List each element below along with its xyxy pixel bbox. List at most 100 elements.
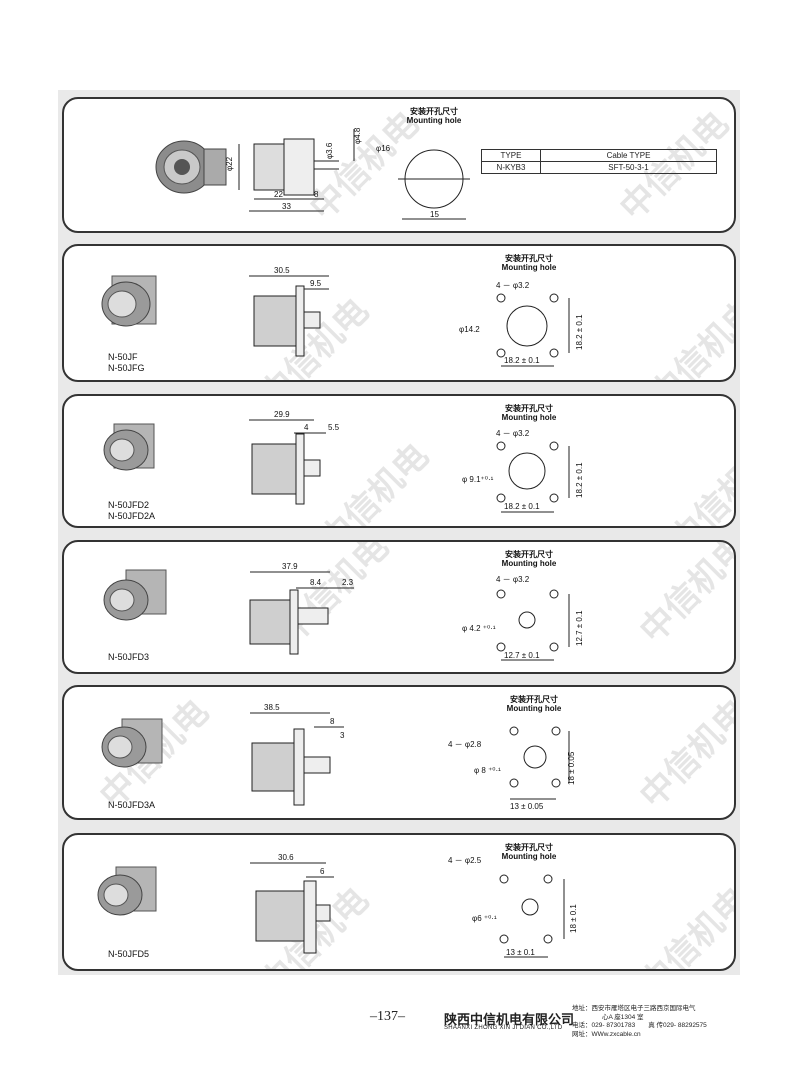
mounting-hole-en: Mounting hole: [506, 704, 562, 713]
mounting-hole-drawing: [496, 589, 570, 661]
table-header: Cable TYPE: [540, 149, 717, 162]
connector-photo: [97, 866, 157, 916]
side-view-drawing: [249, 275, 329, 357]
connector-photo: [103, 569, 167, 621]
hole-dim: 18.2 ± 0.1: [575, 462, 584, 498]
company-name-cn: 陕西中信机电有限公司: [444, 1012, 575, 1027]
model-labels: N-50JFD3: [108, 652, 149, 663]
model-label: N-50JF: [108, 352, 138, 362]
table-header: TYPE: [481, 149, 541, 162]
connector-photo: [155, 140, 227, 194]
panel-4-drawing: 37.9 8.4 2.3 4 － φ3.2 φ 4.2 ⁺⁰·¹ 12.7 ± …: [103, 562, 584, 661]
hole-dim: 12.7 ± 0.1: [575, 610, 584, 646]
mounting-hole-drawing: [496, 293, 570, 367]
model-label: N-50JFD2A: [108, 511, 156, 521]
model-labels: N-50JFD5: [108, 949, 149, 960]
mounting-hole-en: Mounting hole: [501, 559, 557, 568]
product-panel-3: 中信机电 中信机电 29.9 4 5.5 4 － φ3.2 φ 9.1⁺⁰·¹ …: [62, 394, 736, 528]
dim-label: 3: [340, 731, 345, 740]
hole-dim: 4 － φ3.2: [496, 281, 530, 290]
product-panel-5: 中信机电 中信机电 38.5 8 3 4 － φ2.8 φ 8 ⁺⁰·¹ 18 …: [62, 685, 736, 820]
dim-label: 29.9: [274, 410, 290, 419]
mounting-hole-en: Mounting hole: [406, 116, 462, 125]
hole-dim: 12.7 ± 0.1: [504, 651, 540, 660]
product-panel-6: 中信机电 中信机电 30.6 6 4 － φ2.5 φ6 ⁺⁰·¹ 18 ± 0…: [62, 833, 736, 971]
hole-dim: φ14.2: [459, 325, 480, 334]
web-line: 网址：WWw.zxcable.cn: [572, 1030, 641, 1038]
hole-dim: φ6 ⁺⁰·¹: [472, 914, 497, 923]
side-view-drawing: [238, 129, 355, 212]
dim-label: 22: [274, 190, 283, 199]
side-view-drawing: [250, 712, 344, 806]
dim-label: 30.5: [274, 266, 290, 275]
hole-dim: φ 8 ⁺⁰·¹: [474, 766, 501, 775]
mounting-hole-cn: 安装开孔尺寸: [410, 107, 458, 116]
model-labels: N-50JFD3A: [108, 800, 155, 811]
hole-dim: φ16: [376, 144, 391, 153]
model-label: N-50JFD5: [108, 949, 150, 959]
address-line: 心A 座1304 室: [602, 1013, 644, 1021]
hole-dim: 4 － φ2.8: [448, 740, 482, 749]
model-labels: N-50JFD2 N-50JFD2A: [108, 500, 155, 522]
hole-dim: 18.2 ± 0.1: [575, 314, 584, 350]
dim-label: 38.5: [264, 703, 280, 712]
panel-3-drawing: 29.9 4 5.5 4 － φ3.2 φ 9.1⁺⁰·¹ 18.2 ± 0.1…: [103, 410, 584, 513]
product-panel-1: 中信机电 中信机电 φ22 φ3.6 φ4.8 22 8 33: [62, 97, 736, 233]
hole-dim: φ 4.2 ⁺⁰·¹: [462, 624, 496, 633]
mounting-hole-en: Mounting hole: [501, 852, 557, 861]
address-line: 地址：西安市雁塔区电子三路西京国际电气: [572, 1005, 696, 1012]
dim-label: 8.4: [310, 578, 322, 587]
hole-dim: 18 ± 0.1: [569, 904, 578, 933]
mounting-hole-cn: 安装开孔尺寸: [510, 695, 558, 704]
page-number: –137–: [370, 1009, 405, 1024]
table-cell: N-KYB3: [481, 161, 541, 174]
product-panel-4: 中信机电 中信机电 37.9 8.4 2.3 4 － φ3.2 φ 4.2 ⁺⁰…: [62, 540, 736, 674]
hole-dim: 4 － φ3.2: [496, 575, 530, 584]
hole-dim: φ 9.1⁺⁰·¹: [462, 475, 494, 484]
page-footer: –137– 陕西中信机电有限公司 SHAANXI ZHONG XIN JI DI…: [0, 1005, 794, 1045]
side-view-drawing: [249, 419, 326, 505]
hole-dim: 18.2 ± 0.1: [504, 356, 540, 365]
mounting-hole-en: Mounting hole: [501, 263, 557, 272]
dim-label: φ22: [225, 156, 234, 171]
hole-dim: 13 ± 0.1: [506, 948, 535, 957]
dim-label: 8: [314, 190, 319, 199]
model-label: N-50JFD2: [108, 500, 150, 510]
side-view-drawing: [250, 862, 334, 954]
side-view-drawing: [249, 571, 354, 655]
model-label: N-50JFG: [108, 363, 145, 373]
mounting-hole-title: 安装开孔尺寸 Mounting hole: [384, 107, 484, 125]
mounting-hole-drawing: [509, 726, 570, 800]
mounting-hole-title: 安装开孔尺寸 Mounting hole: [479, 404, 579, 422]
dim-label: 5.5: [328, 423, 340, 432]
model-labels: N-50JF N-50JFG: [108, 352, 145, 374]
mounting-hole-title: 安装开孔尺寸 Mounting hole: [479, 843, 579, 861]
panel-2-drawing: 30.5 9.5 4 － φ3.2 φ14.2 18.2 ± 0.1 18.2 …: [101, 266, 584, 367]
mounting-hole-title: 安装开孔尺寸 Mounting hole: [479, 254, 579, 272]
connector-photo: [101, 718, 163, 768]
panel-6-drawing: 30.6 6 4 － φ2.5 φ6 ⁺⁰·¹ 18 ± 0.1 13 ± 0.…: [97, 853, 578, 958]
connector-photo: [101, 275, 157, 327]
mounting-hole-en: Mounting hole: [501, 413, 557, 422]
hole-dim: 18 ± 0.05: [567, 751, 576, 785]
panel-5-drawing: 38.5 8 3 4 － φ2.8 φ 8 ⁺⁰·¹ 18 ± 0.05 13 …: [101, 703, 576, 811]
phone-line: 电话：029- 87301783 真 传029- 88292575: [572, 1022, 707, 1029]
dim-label: 30.6: [278, 853, 294, 862]
model-label: N-50JFD3A: [108, 800, 156, 810]
table-cell: SFT-50-3-1: [540, 161, 717, 174]
scan-background: [58, 90, 740, 975]
hole-dim: 13 ± 0.05: [510, 802, 544, 811]
mounting-hole-cn: 安装开孔尺寸: [505, 843, 553, 852]
company-name-en: SHAANXI ZHONG XIN JI DIAN CO.,LTD: [444, 1025, 563, 1031]
dim-label: φ4.8: [353, 127, 362, 144]
dim-label: 8: [330, 717, 335, 726]
hole-dim: 4 － φ2.5: [448, 856, 482, 865]
panel-1-drawing: φ22 φ3.6 φ4.8 22 8 33 φ16 15: [155, 127, 470, 220]
mounting-hole-title: 安装开孔尺寸 Mounting hole: [479, 550, 579, 568]
mounting-hole-cn: 安装开孔尺寸: [505, 404, 553, 413]
mounting-hole-cn: 安装开孔尺寸: [505, 550, 553, 559]
hole-dim: 15: [430, 210, 439, 219]
mounting-hole-drawing: [496, 441, 570, 513]
connector-photo: [103, 423, 155, 471]
